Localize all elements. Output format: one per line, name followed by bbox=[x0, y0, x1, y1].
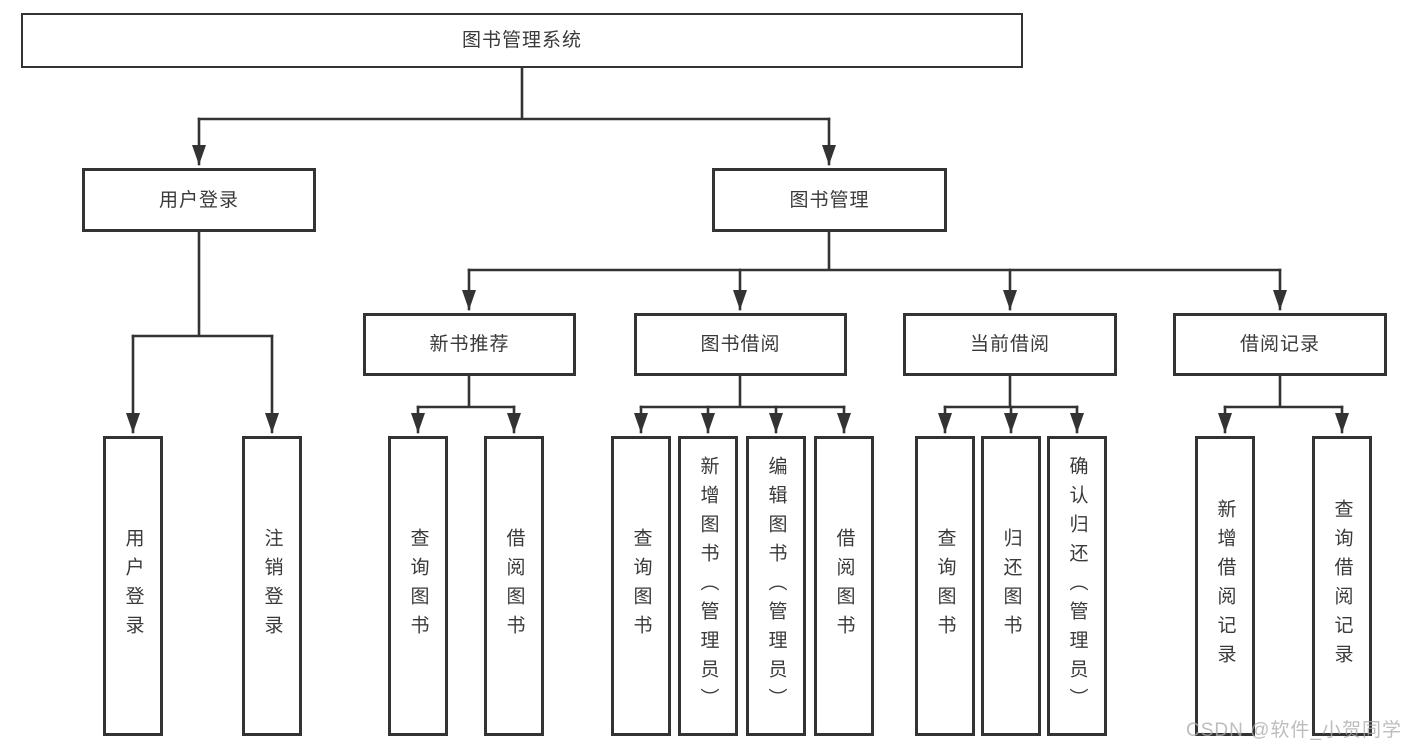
node-user-login: 用户登录 bbox=[82, 168, 316, 232]
node-leaf-add-book-admin: 新增图书（管理员） bbox=[678, 436, 738, 736]
node-book-borrowing: 图书借阅 bbox=[634, 313, 847, 376]
node-leaf-logout: 注销登录 bbox=[242, 436, 302, 736]
node-leaf-borrow-book: 借阅图书 bbox=[814, 436, 874, 736]
node-leaf-edit-book-admin: 编辑图书（管理员） bbox=[746, 436, 806, 736]
node-library-system: 图书管理系统 bbox=[21, 13, 1023, 68]
node-leaf-current-query-book: 查询图书 bbox=[915, 436, 975, 736]
node-label: 查询图书 bbox=[630, 528, 652, 644]
node-label: 查询图书 bbox=[934, 528, 956, 644]
node-label: 确认归还（管理员） bbox=[1066, 455, 1088, 717]
node-label: 借阅记录 bbox=[1239, 334, 1320, 355]
node-leaf-user-login: 用户登录 bbox=[103, 436, 163, 736]
node-leaf-borrow-query-book: 查询图书 bbox=[611, 436, 671, 736]
node-label: 编辑图书（管理员） bbox=[765, 455, 787, 717]
node-new-book-recommend: 新书推荐 bbox=[363, 313, 576, 376]
node-label: 新书推荐 bbox=[429, 334, 510, 355]
node-label: 新增借阅记录 bbox=[1214, 499, 1236, 673]
node-current-borrowing: 当前借阅 bbox=[903, 313, 1117, 376]
csdn-watermark: CSDN @软件_小贺同学 bbox=[1186, 720, 1402, 741]
node-leaf-add-borrow-record: 新增借阅记录 bbox=[1195, 436, 1255, 736]
node-label: 借阅图书 bbox=[833, 528, 855, 644]
node-book-management: 图书管理 bbox=[712, 168, 947, 232]
node-label: 当前借阅 bbox=[969, 334, 1050, 355]
node-label: 归还图书 bbox=[1000, 528, 1022, 644]
node-label: 新增图书（管理员） bbox=[697, 455, 719, 717]
node-label: 图书管理系统 bbox=[461, 30, 582, 51]
node-label: 用户登录 bbox=[122, 528, 144, 644]
node-label: 查询图书 bbox=[407, 528, 429, 644]
node-label: 借阅图书 bbox=[503, 528, 525, 644]
node-label: 注销登录 bbox=[261, 528, 283, 644]
node-leaf-recommend-borrow-book: 借阅图书 bbox=[484, 436, 544, 736]
node-label: 用户登录 bbox=[158, 189, 239, 211]
node-borrowing-records: 借阅记录 bbox=[1173, 313, 1387, 376]
node-leaf-confirm-return-admin: 确认归还（管理员） bbox=[1047, 436, 1107, 736]
node-label: 图书管理 bbox=[789, 189, 870, 211]
node-leaf-return-book: 归还图书 bbox=[981, 436, 1041, 736]
node-leaf-recommend-query-book: 查询图书 bbox=[388, 436, 448, 736]
node-leaf-query-borrow-record: 查询借阅记录 bbox=[1312, 436, 1372, 736]
node-label: 图书借阅 bbox=[700, 334, 781, 355]
node-label: 查询借阅记录 bbox=[1331, 499, 1353, 673]
